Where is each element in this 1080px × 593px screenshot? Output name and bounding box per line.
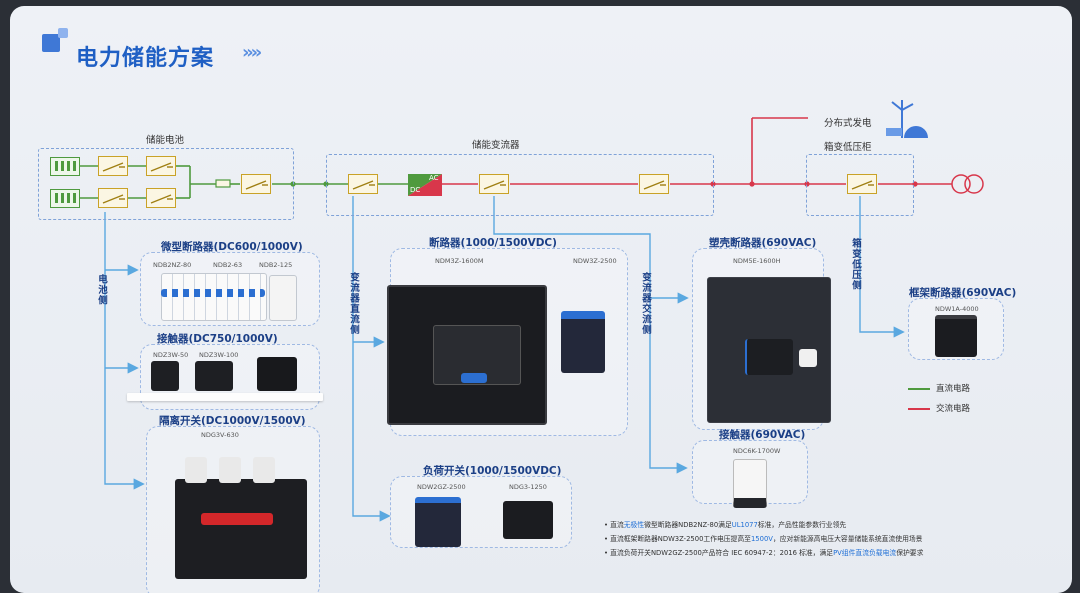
model-label: NDG3-1250	[509, 483, 547, 491]
model-label: NDW3Z-2500	[573, 257, 617, 265]
lowvolt-cabinet-label: 箱变低压柜	[824, 142, 872, 153]
note-line-3: • 直流负荷开关NDW2GZ-2500产品符合 IEC 60947-2：2016…	[604, 549, 924, 557]
box-low-side-label: 箱变低压侧	[850, 238, 861, 291]
isolator-terminal	[253, 457, 275, 483]
contactor-ac-title: 接触器(690VAC)	[719, 429, 806, 441]
battery-label: 储能电池	[146, 135, 185, 146]
contactor-dc-device-image	[195, 361, 233, 391]
contactor-ac-device-image	[733, 459, 767, 508]
switch-symbol-icon	[146, 156, 176, 176]
poster-board: 电力储能方案 »»	[10, 6, 1072, 593]
model-label: NDW2GZ-2500	[417, 483, 466, 491]
mcb-device-large-image	[269, 275, 297, 321]
mccb-handle	[745, 339, 793, 375]
switch-symbol-icon	[98, 156, 128, 176]
model-label: NDW1A-4000	[935, 305, 979, 313]
fuse-icon	[215, 179, 231, 188]
pcs-group-box	[326, 154, 714, 216]
legend-ac-swatch	[908, 408, 930, 410]
switch-symbol-icon	[847, 174, 877, 194]
switch-symbol-icon	[348, 174, 378, 194]
legend-dc-label: 直流电路	[936, 384, 971, 394]
legend-dc-swatch	[908, 388, 930, 390]
breaker-dc-title: 断路器(1000/1500VDC)	[429, 237, 557, 249]
page-title: 电力储能方案	[76, 46, 215, 71]
isolator-title: 隔离开关(DC1000V/1500V)	[159, 415, 306, 427]
load-switch-panel: 负荷开关(1000/1500VDC) NDW2GZ-2500 NDG3-1250	[390, 465, 572, 548]
pcs-dc-side-label: 变流器直流侧	[348, 272, 359, 335]
model-label: NDZ3W-100	[199, 351, 239, 359]
mcb-device-image	[161, 273, 267, 321]
breaker-dc-panel: 断路器(1000/1500VDC) NDM3Z-1600M NDW3Z-2500	[387, 237, 628, 436]
model-label: NDC6K-1700W	[733, 447, 781, 455]
switch-symbol-icon	[241, 174, 271, 194]
model-label: NDB2-63	[213, 261, 243, 269]
product-shelf	[127, 393, 323, 401]
breaker-blue-button	[461, 373, 487, 383]
load-switch-device-image	[415, 497, 461, 547]
qr-code-icon	[799, 349, 817, 367]
isolator-terminal	[219, 457, 241, 483]
acb-device-image	[935, 315, 977, 357]
isolator-device-image	[175, 479, 307, 579]
switch-symbol-icon	[639, 174, 669, 194]
battery-cell-1-icon	[50, 157, 80, 176]
wiring-diagram	[80, 117, 984, 522]
contactor-dc-device-image	[151, 361, 179, 391]
mcb-title: 微型断路器(DC600/1000V)	[161, 241, 303, 253]
acb-small-device-image	[561, 311, 605, 373]
acb-title: 框架断路器(690VAC)	[909, 287, 1017, 299]
pcs-ac-side-label: 变流器交流侧	[640, 272, 651, 335]
note-line-1: • 直流无极性微型断路器NDB2NZ-80满足UL1077标准，产品性能参数行业…	[604, 521, 847, 529]
mccb-panel: 塑壳断路器(690VAC) NDM5E-1600H	[692, 237, 831, 430]
battery-cell-2-icon	[50, 189, 80, 208]
model-label: NDM5E-1600H	[733, 257, 781, 265]
dc-ac-converter-icon	[408, 174, 442, 196]
pcs-label: 储能变流器	[472, 140, 520, 151]
contactor-dc-panel: 接触器(DC750/1000V) NDZ3W-50 NDZ3W-100	[127, 333, 323, 410]
dc-circuit-lines	[80, 165, 408, 199]
isolator-panel: 隔离开关(DC1000V/1500V) NDG3V-630	[146, 415, 320, 593]
wind-solar-icon	[886, 100, 928, 138]
battery-side-label: 电池侧	[96, 274, 107, 306]
flow-arrows	[104, 196, 905, 522]
distributed-gen-label: 分布式发电	[824, 118, 872, 129]
lowvolt-group-box	[806, 154, 914, 216]
contactor-dc-device-image	[257, 357, 297, 391]
dc-tag: DC	[410, 186, 421, 194]
model-label: NDB2-125	[259, 261, 293, 269]
isolator-red-handle	[201, 513, 273, 525]
battery-group-box	[38, 148, 294, 220]
model-label: NDZ3W-50	[153, 351, 189, 359]
isolator-terminal	[185, 457, 207, 483]
model-label: NDG3V-630	[201, 431, 239, 439]
contactor-dc-title: 接触器(DC750/1000V)	[157, 333, 278, 345]
model-label: NDB2NZ-80	[153, 261, 192, 269]
legend-ac-label: 交流电路	[936, 404, 971, 414]
acb-panel: 框架断路器(690VAC) NDW1A-4000	[908, 287, 1016, 360]
model-label: NDM3Z-1600M	[435, 257, 484, 265]
chevron-right-icon: »»	[242, 42, 262, 63]
feature-notes: • 直流无极性微型断路器NDB2NZ-80满足UL1077标准，产品性能参数行业…	[604, 518, 923, 560]
mcb-toggle-strip	[161, 289, 265, 297]
ac-tag: AC	[429, 174, 439, 182]
switch-symbol-icon	[98, 188, 128, 208]
note-line-2: • 直流框架断路器NDW3Z-2500工作电压提高至1500V，应对新能源高电压…	[604, 535, 923, 543]
contactor-ac-panel: 接触器(690VAC) NDC6K-1700W	[692, 429, 808, 508]
mcb-panel: 微型断路器(DC600/1000V) NDB2NZ-80 NDB2-63 NDB…	[140, 241, 320, 326]
logo-square-small-icon	[58, 28, 68, 38]
mccb-title: 塑壳断路器(690VAC)	[709, 237, 817, 249]
load-switch-device-image	[503, 501, 553, 539]
load-switch-title: 负荷开关(1000/1500VDC)	[423, 465, 562, 477]
transformer-icon	[951, 174, 984, 194]
switch-symbol-icon	[146, 188, 176, 208]
logo-square-icon	[42, 34, 60, 52]
switch-symbol-icon	[479, 174, 509, 194]
